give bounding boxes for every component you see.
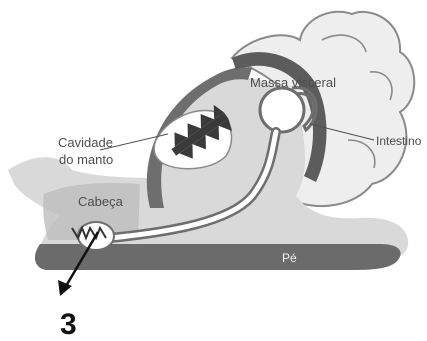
label-visceral-mass: Massa visceral [250, 75, 336, 90]
label-mantle-cavity-line2: do manto [59, 152, 113, 167]
label-mantle-cavity-line1: Cavidade [58, 135, 113, 150]
label-head: Cabeça [78, 194, 124, 209]
marker-number: 3 [60, 308, 77, 336]
label-intestine: Intestino [376, 134, 422, 148]
label-foot: Pé [282, 251, 297, 265]
